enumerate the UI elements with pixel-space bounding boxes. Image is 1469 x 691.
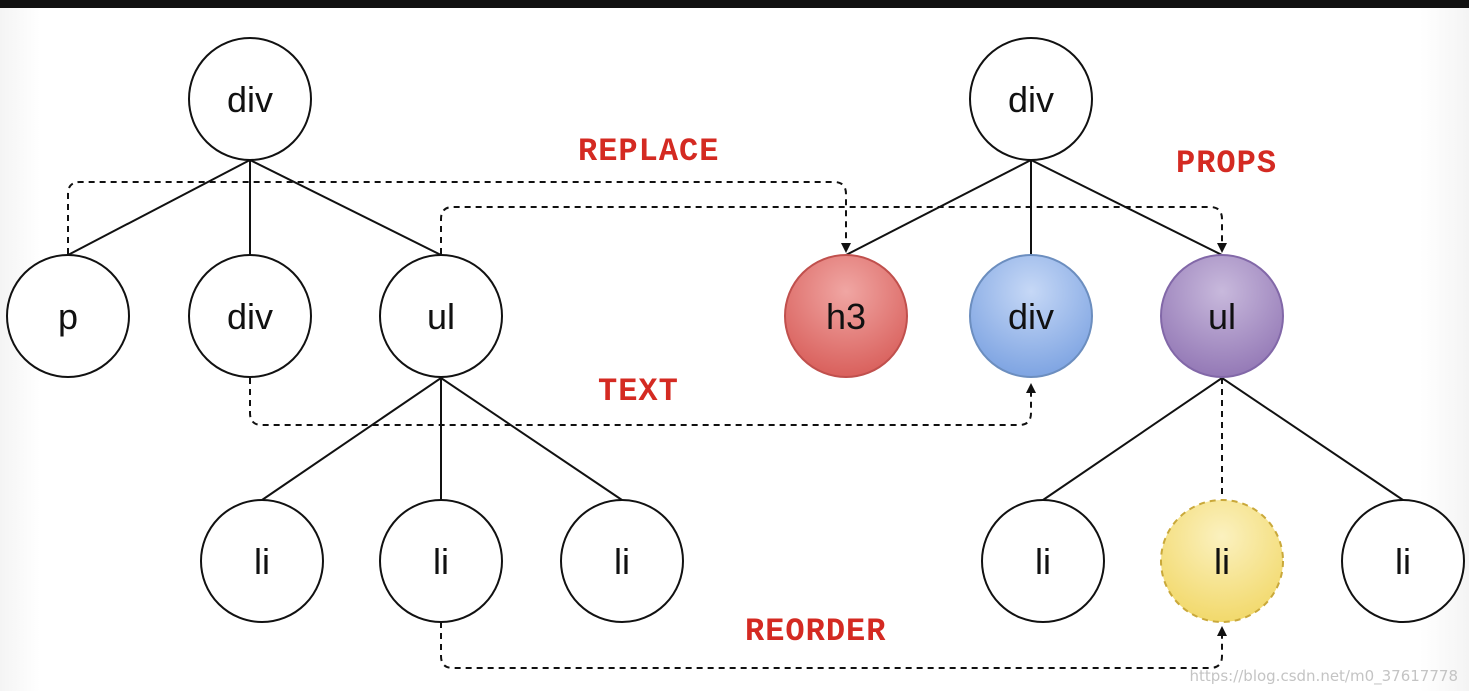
old-p-node: p [6,254,130,378]
edge-new-ul-li1 [1042,377,1223,501]
new-li-node-3: li [1341,499,1465,623]
new-tree-nodes: div h3 div ul li li [784,37,1465,623]
new-li-node-2: li [1160,499,1284,623]
new-li-label-3: li [1395,541,1411,582]
top-border-bar [0,0,1469,8]
edge-old-div-p [67,159,251,256]
new-root-node: div [969,37,1093,161]
new-li-label-1: li [1035,541,1051,582]
old-root-label: div [227,79,273,120]
props-label: PROPS [1176,145,1277,182]
old-root-node: div [188,37,312,161]
replace-label: REPLACE [578,133,719,170]
new-ul-label: ul [1208,296,1236,337]
reorder-label: REORDER [745,613,886,650]
new-div-label: div [1008,296,1054,337]
old-div-label: div [227,296,273,337]
new-div-node: div [969,254,1093,378]
old-ul-node: ul [379,254,503,378]
new-li-node-1: li [981,499,1105,623]
vdom-diff-diagram: div p div ul li li [6,37,1465,686]
old-li-label-3: li [614,541,630,582]
operation-connectors [67,181,1227,669]
new-li-label-2: li [1214,541,1230,582]
new-h3-node: h3 [784,254,908,378]
text-label: TEXT [598,373,679,410]
old-li-node-3: li [560,499,684,623]
edge-old-div-ul [249,159,442,256]
old-li-node-1: li [200,499,324,623]
edge-old-ul-li3 [440,377,623,501]
old-tree-edges [67,159,623,501]
watermark-text: https://blog.csdn.net/m0_37617778 [1190,667,1458,686]
diagram-canvas: div p div ul li li [0,8,1469,691]
reorder-connector [440,622,1227,669]
props-connector [440,206,1227,254]
edge-old-ul-li1 [261,377,442,501]
old-ul-label: ul [427,296,455,337]
new-h3-label: h3 [826,296,866,337]
old-p-label: p [58,296,78,337]
new-ul-node: ul [1160,254,1284,378]
new-tree-edges [845,159,1404,501]
operation-labels: REPLACE PROPS TEXT REORDER [578,133,1277,650]
old-li-label-2: li [433,541,449,582]
text-connector [249,378,1036,426]
old-tree-nodes: div p div ul li li [6,37,684,623]
old-div-node: div [188,254,312,378]
old-li-label-1: li [254,541,270,582]
new-root-label: div [1008,79,1054,120]
replace-connector [67,181,851,254]
old-li-node-2: li [379,499,503,623]
edge-new-ul-li3 [1221,377,1404,501]
